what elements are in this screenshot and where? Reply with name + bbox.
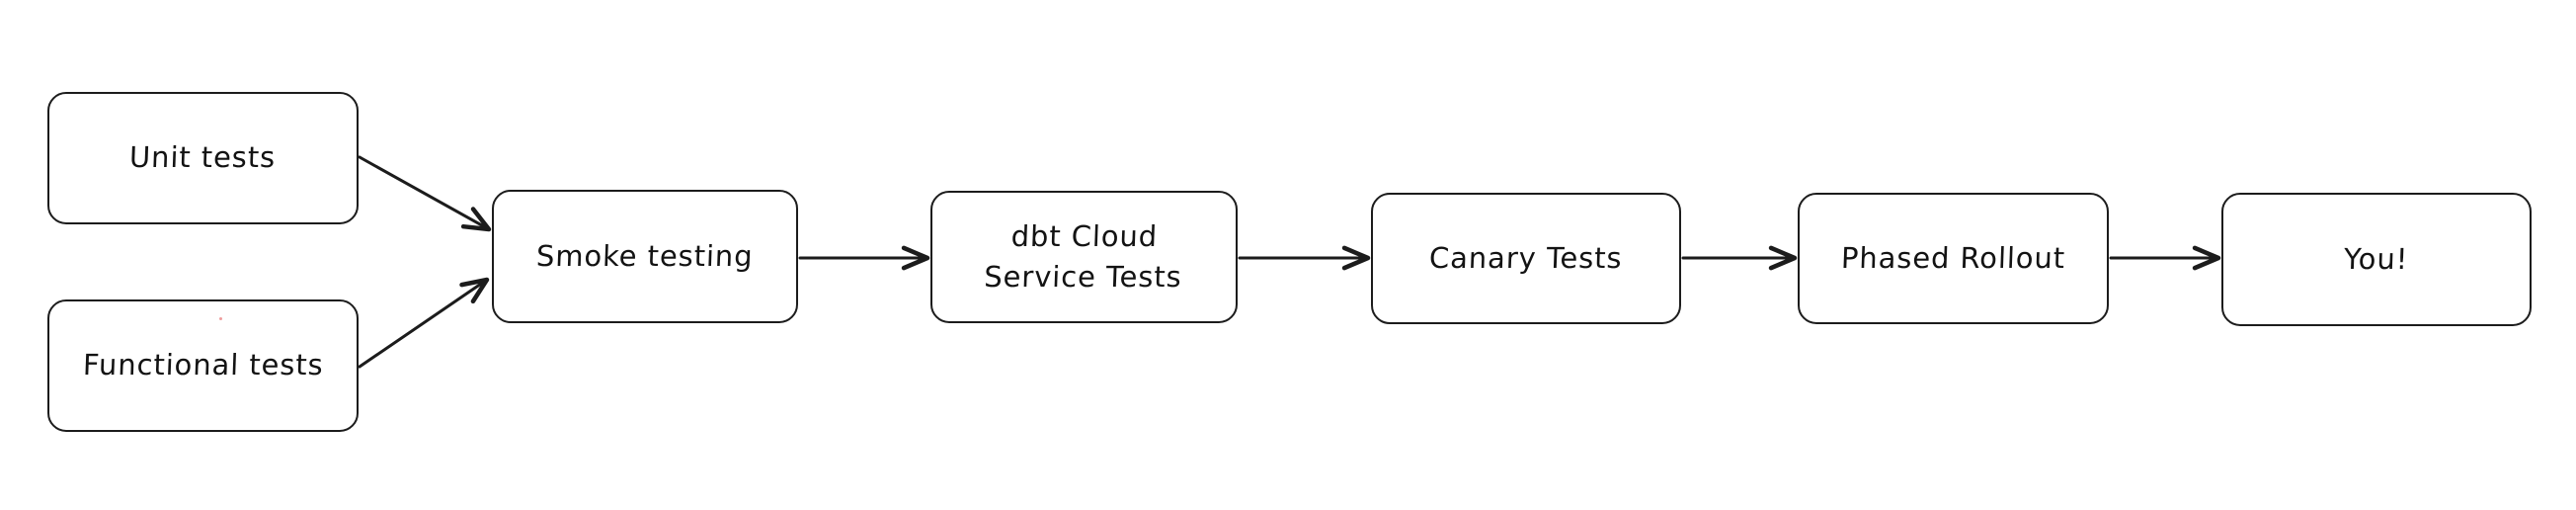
edge-functional-to-smoke-shaft bbox=[358, 281, 484, 369]
node-label-dbt-cloud-service-tests: dbt Cloud Service Tests bbox=[984, 218, 1183, 294]
edge-functional-to-smoke bbox=[358, 277, 490, 369]
node-label-canary-tests: Canary Tests bbox=[1428, 240, 1624, 275]
node-label-unit-tests: Unit tests bbox=[128, 140, 278, 175]
edge-smoke-to-dbt-arrowhead bbox=[901, 245, 930, 271]
edge-canary-to-phased-arrowhead bbox=[1768, 245, 1798, 271]
edge-phased-to-you bbox=[2109, 245, 2221, 271]
node-label-functional-tests: Functional tests bbox=[82, 348, 324, 382]
node-dbt-cloud-service-tests[interactable]: dbt Cloud Service Tests bbox=[930, 191, 1238, 323]
node-smoke-testing[interactable]: Smoke testing bbox=[492, 190, 798, 323]
node-label-smoke-testing: Smoke testing bbox=[535, 238, 755, 273]
edge-dbt-to-canary bbox=[1238, 245, 1371, 271]
red-speck-artifact bbox=[219, 317, 222, 320]
edge-unit-to-smoke-shaft bbox=[358, 155, 486, 228]
node-you[interactable]: You! bbox=[2221, 193, 2532, 326]
edge-phased-to-you-arrowhead bbox=[2192, 245, 2221, 271]
node-label-you: You! bbox=[2343, 241, 2410, 276]
edge-dbt-to-canary-arrowhead bbox=[1341, 245, 1371, 271]
node-canary-tests[interactable]: Canary Tests bbox=[1371, 193, 1681, 324]
edge-unit-to-smoke bbox=[358, 155, 492, 232]
edge-functional-to-smoke-arrowhead bbox=[459, 277, 490, 304]
node-functional-tests[interactable]: Functional tests bbox=[47, 299, 359, 432]
edge-canary-to-phased bbox=[1681, 245, 1798, 271]
node-phased-rollout[interactable]: Phased Rollout bbox=[1798, 193, 2109, 324]
node-label-phased-rollout: Phased Rollout bbox=[1840, 240, 2066, 275]
edge-unit-to-smoke-arrowhead bbox=[460, 207, 492, 232]
edge-smoke-to-dbt bbox=[798, 245, 930, 271]
node-unit-tests[interactable]: Unit tests bbox=[47, 92, 359, 224]
